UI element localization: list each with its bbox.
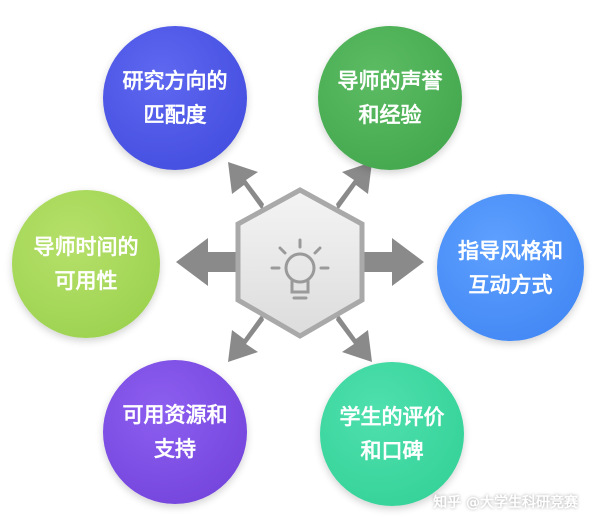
node-label-line1: 学生的评价 [339, 405, 445, 429]
watermark: 知乎 @大学生科研竞赛 [433, 495, 578, 511]
node-mentor-reputation: 导师的声誉 和经验 [318, 26, 462, 170]
arrow-down-left [228, 314, 264, 362]
node-label-line2: 匹配度 [143, 103, 207, 127]
node-label-line2: 互动方式 [468, 272, 553, 297]
node-label-line2: 可用性 [54, 269, 118, 293]
arrows [176, 162, 424, 362]
node-guidance-style: 指导风格和 互动方式 [437, 194, 584, 341]
node-label-line1: 研究方向的 [122, 69, 228, 93]
arrow-right [356, 238, 424, 286]
node-label-line2: 支持 [154, 437, 196, 461]
node-student-reviews: 学生的评价 和口碑 [320, 362, 464, 506]
node-resources-support: 可用资源和 支持 [103, 360, 247, 504]
arrow-left [176, 238, 244, 286]
node-label-line2: 和经验 [358, 103, 422, 127]
node-research-match: 研究方向的 匹配度 [103, 26, 247, 170]
node-mentor-availability: 导师时间的 可用性 [12, 190, 160, 338]
center-hexagon [235, 187, 365, 339]
lightbulb-icon [270, 238, 330, 300]
node-label-line1: 导师时间的 [33, 235, 139, 259]
node-label-line1: 可用资源和 [122, 403, 228, 427]
node-label-line1: 指导风格和 [458, 238, 563, 263]
arrow-up-left [228, 162, 264, 210]
arrow-up-right [336, 162, 372, 210]
node-label-line2: 和口碑 [360, 439, 424, 463]
arrow-down-right [336, 314, 372, 362]
node-label-line1: 导师的声誉 [337, 69, 443, 93]
